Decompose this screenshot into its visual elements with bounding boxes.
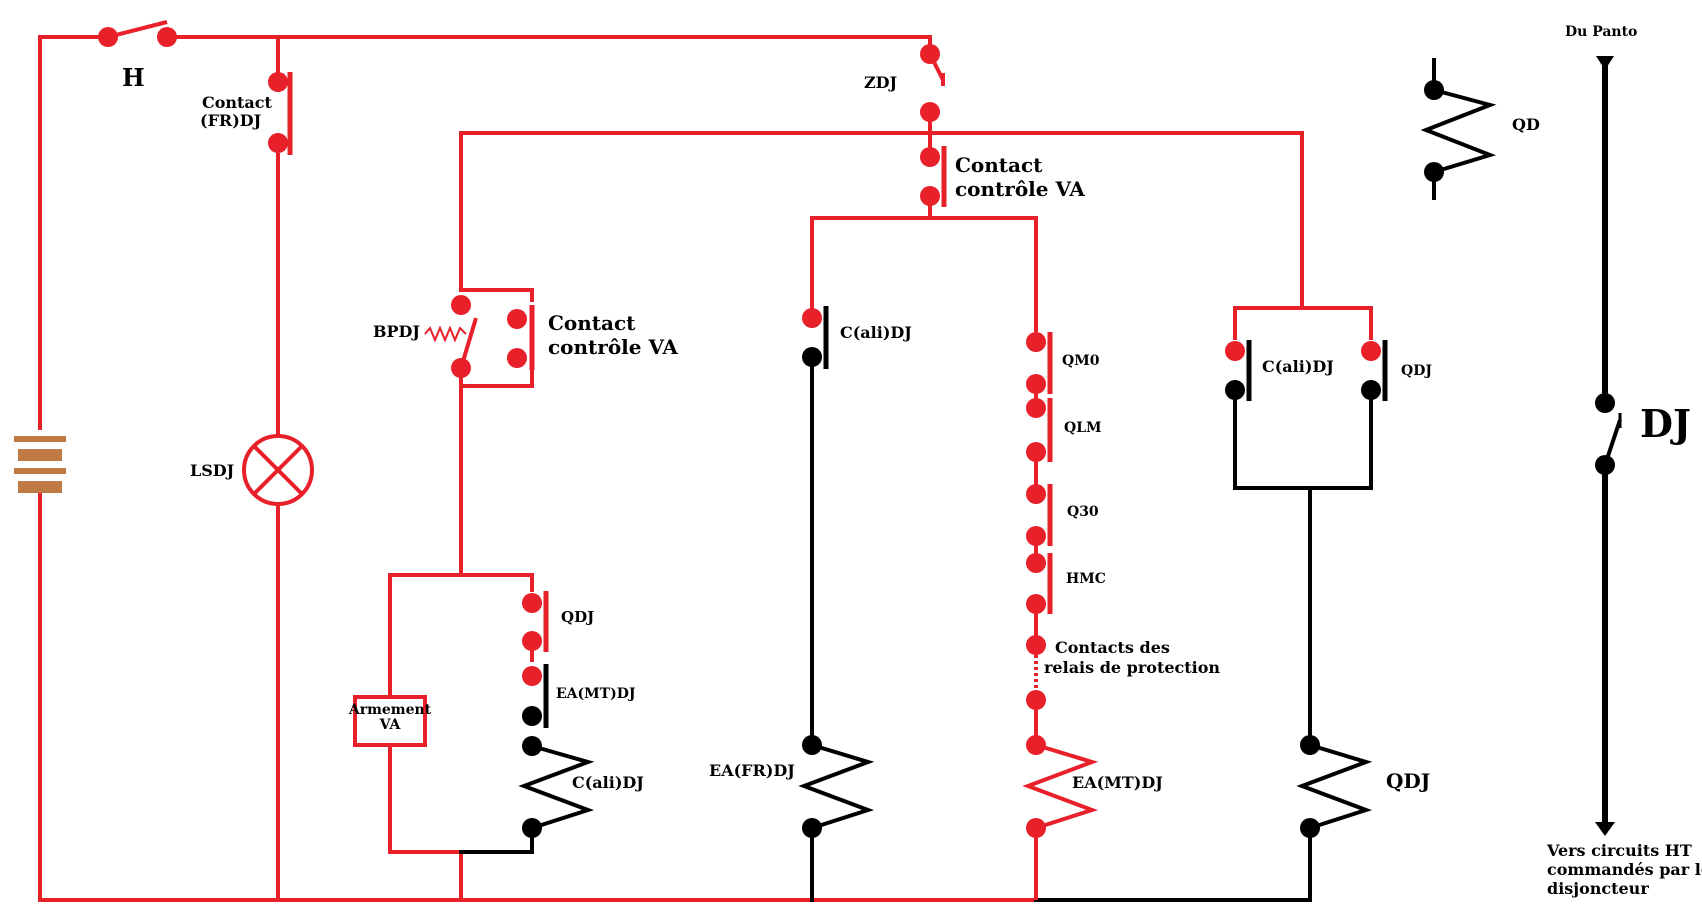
label-vers-line1: Vers circuits HT — [1546, 841, 1692, 860]
label-ea-fr-dj: EA(FR)DJ — [709, 761, 795, 780]
label-armement-line1: Armement — [348, 702, 432, 718]
contact-qdj-left — [522, 591, 549, 652]
label-hmc: HMC — [1066, 571, 1106, 587]
switch-zdj — [920, 44, 945, 122]
breaker-dj — [1595, 56, 1622, 836]
label-vers-line2: commandés par le — [1547, 860, 1702, 879]
box-armement-va — [353, 695, 427, 747]
contact-cali-dj-mid — [802, 306, 829, 369]
contact-cali-dj-right — [1225, 340, 1252, 401]
label-relais-line2: relais de protection — [1044, 658, 1220, 677]
label-armement-line2: VA — [379, 717, 402, 733]
switch-h — [98, 20, 177, 47]
coil-qdj — [1296, 735, 1373, 838]
label-du-panto: Du Panto — [1565, 24, 1637, 40]
label-contact-va-mid-line2: contrôle VA — [548, 335, 678, 359]
lamp-lsdj — [242, 434, 314, 506]
label-zdj: ZDJ — [864, 73, 897, 92]
contact-va-top — [920, 146, 947, 207]
coil-ea-mt-dj — [1022, 735, 1099, 900]
label-qm0: QM0 — [1062, 353, 1100, 369]
label-contact-fr-dj-line1: Contact — [202, 93, 273, 112]
label-qd: QD — [1512, 115, 1540, 134]
dead-wires — [459, 57, 1608, 902]
label-cali-dj-right: C(ali)DJ — [1262, 357, 1334, 376]
coil-qd — [1420, 80, 1497, 182]
live-wires — [38, 35, 1373, 902]
contact-series-stack — [1026, 332, 1053, 745]
battery — [14, 436, 66, 493]
label-qdj-left: QDJ — [561, 608, 594, 626]
label-cali-dj-mid: C(ali)DJ — [840, 323, 912, 342]
label-vers-line3: disjoncteur — [1547, 879, 1649, 898]
label-q30: Q30 — [1067, 504, 1099, 520]
label-bpdj: BPDJ — [373, 322, 420, 341]
label-contact-va-top-line1: Contact — [955, 153, 1043, 177]
contact-va-mid — [507, 305, 535, 370]
label-ea-mt-dj-coil: EA(MT)DJ — [1072, 773, 1163, 792]
contact-qdj-right — [1361, 340, 1388, 401]
label-contact-va-top-line2: contrôle VA — [955, 177, 1085, 201]
label-lsdj: LSDJ — [190, 461, 234, 480]
contact-fr-dj — [268, 72, 293, 155]
label-qlm: QLM — [1064, 420, 1102, 436]
label-dj: DJ — [1640, 401, 1691, 446]
coil-cali-dj — [518, 736, 595, 838]
label-contact-fr-dj-line2: (FR)DJ — [200, 111, 261, 130]
label-relais-line1: Contacts des — [1055, 638, 1170, 657]
label-qdj-contact-right: QDJ — [1401, 363, 1432, 379]
contact-ea-mt-dj — [522, 664, 549, 728]
label-qdj-coil: QDJ — [1386, 769, 1430, 793]
pushbutton-bpdj — [424, 295, 478, 378]
label-h: H — [122, 63, 145, 92]
coil-ea-fr-dj — [798, 735, 875, 838]
label-ea-mt-dj-contact: EA(MT)DJ — [556, 686, 636, 702]
label-contact-va-mid-line1: Contact — [548, 311, 636, 335]
label-cali-dj-coil: C(ali)DJ — [572, 773, 644, 792]
